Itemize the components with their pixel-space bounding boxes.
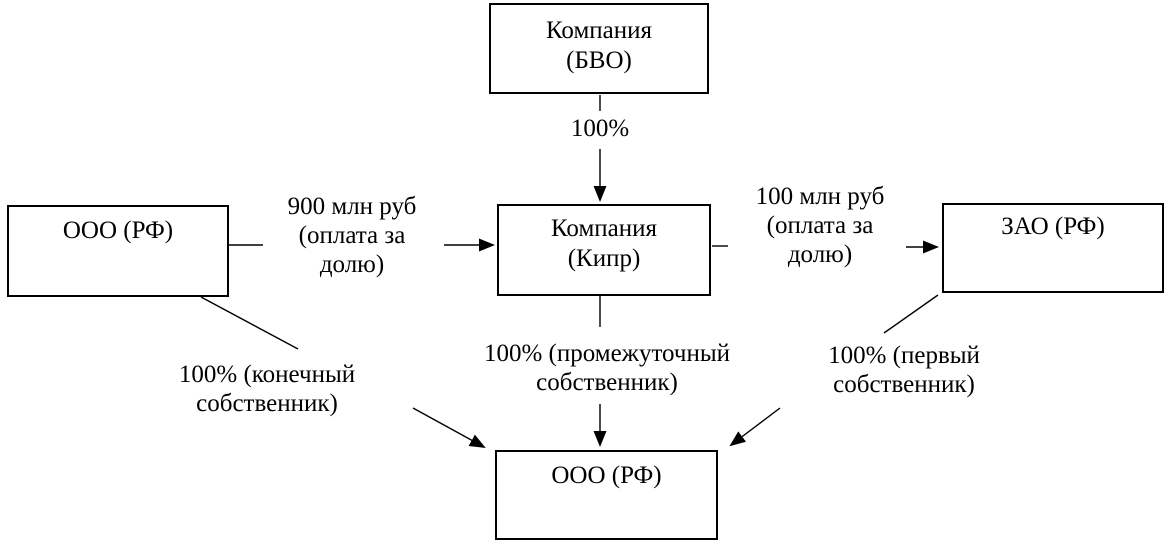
edge-oooleft-ooo-stub	[200, 296, 299, 350]
edge-zao-ooo-arrow	[729, 407, 781, 447]
node-company-cyprus: Компания (Кипр)	[497, 204, 711, 296]
edge-label-bvo-share: 100%	[570, 115, 630, 142]
edge-oooleft-ooo-arrow	[412, 407, 486, 448]
edge-zao-ooo-stub	[883, 294, 939, 334]
edge-label-intermediate-owner: 100% (промежуточный собственник)	[483, 340, 731, 396]
node-zao-rf: ЗАО (РФ)	[942, 203, 1164, 293]
node-ooo-rf-bottom: ООО (РФ)	[495, 450, 718, 540]
edge-label-zao-payment: 100 млн руб (оплата за долю)	[755, 183, 885, 268]
edge-label-first-owner: 100% (первый собственник)	[828, 342, 980, 398]
edge-label-final-owner: 100% (конечный собственник)	[178, 361, 356, 417]
node-ooo-rf-left: ООО (РФ)	[7, 205, 229, 297]
node-company-bvo: Компания (БВО)	[489, 3, 709, 94]
edge-label-ooo-payment: 900 млн руб (оплата за долю)	[287, 193, 417, 278]
